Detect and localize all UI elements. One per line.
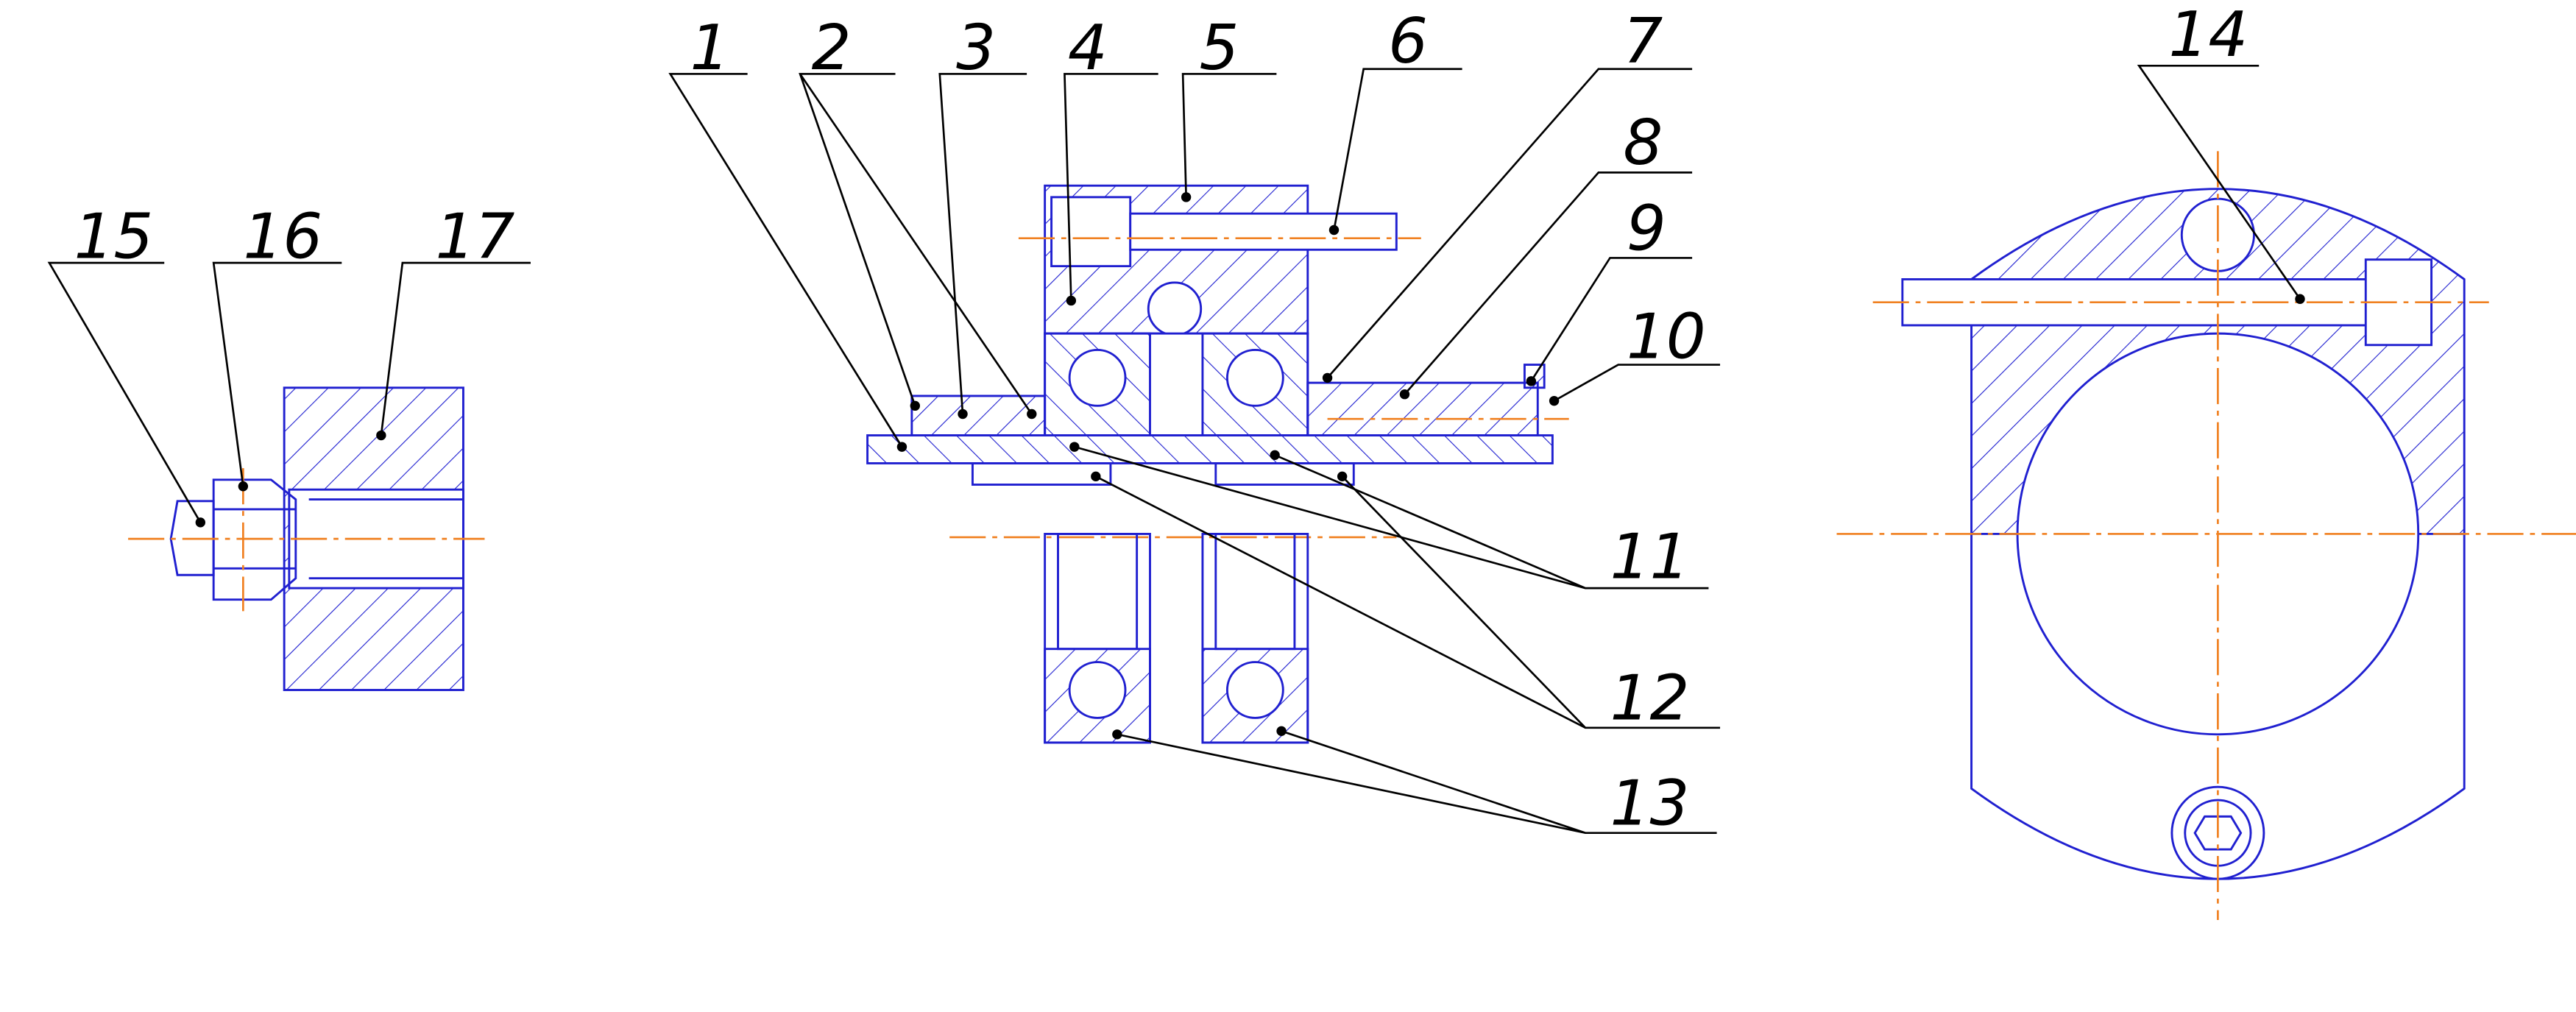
- nut-16: [212, 478, 297, 601]
- callout-10: 10: [1549, 301, 1721, 406]
- callout-8: 8: [1399, 107, 1693, 400]
- svg-text:17: 17: [436, 200, 515, 273]
- svg-text:16: 16: [243, 200, 322, 273]
- svg-text:8: 8: [1623, 107, 1663, 180]
- left-view: [128, 386, 485, 691]
- callout-15: 15: [47, 200, 206, 528]
- callout-12: 12: [1091, 471, 1721, 735]
- svg-text:3: 3: [956, 12, 996, 85]
- callout-11: 11: [1069, 442, 1709, 594]
- svg-text:14: 14: [2168, 0, 2248, 71]
- svg-text:5: 5: [1199, 12, 1239, 85]
- sleeve-8: [1306, 381, 1539, 436]
- callout-3: 3: [938, 12, 1027, 420]
- svg-text:1: 1: [690, 12, 730, 85]
- callout-16: 16: [212, 200, 342, 492]
- callout-7: 7: [1322, 5, 1693, 383]
- svg-text:10: 10: [1627, 301, 1706, 374]
- svg-text:11: 11: [1610, 521, 1689, 594]
- callouts: 1 2 3 4 5 6 7 8 9 10 11 12 13 14 15 16 1…: [47, 0, 2305, 841]
- svg-text:13: 13: [1610, 768, 1689, 841]
- svg-text:2: 2: [812, 12, 852, 85]
- callout-2: 2: [799, 12, 1037, 420]
- callout-13: 13: [1112, 726, 1717, 841]
- shaft: [866, 434, 1554, 464]
- bolt-head-15: [169, 500, 215, 576]
- svg-text:6: 6: [1388, 5, 1428, 78]
- callout-6: 6: [1328, 5, 1462, 236]
- svg-text:12: 12: [1610, 662, 1689, 735]
- svg-text:9: 9: [1627, 192, 1666, 265]
- svg-text:4: 4: [1068, 12, 1108, 85]
- callout-1: 1: [668, 12, 907, 452]
- callout-9: 9: [1526, 192, 1693, 386]
- screw-6: [1129, 212, 1398, 251]
- right-view: [1836, 151, 2576, 920]
- ring-2-3: [910, 394, 1047, 436]
- callout-14: 14: [2137, 0, 2305, 304]
- svg-text:7: 7: [1623, 5, 1663, 78]
- callout-17: 17: [376, 200, 531, 441]
- callout-5: 5: [1181, 12, 1277, 202]
- callout-4: 4: [1064, 12, 1158, 306]
- middle-view: [866, 184, 1569, 744]
- svg-text:15: 15: [74, 200, 153, 273]
